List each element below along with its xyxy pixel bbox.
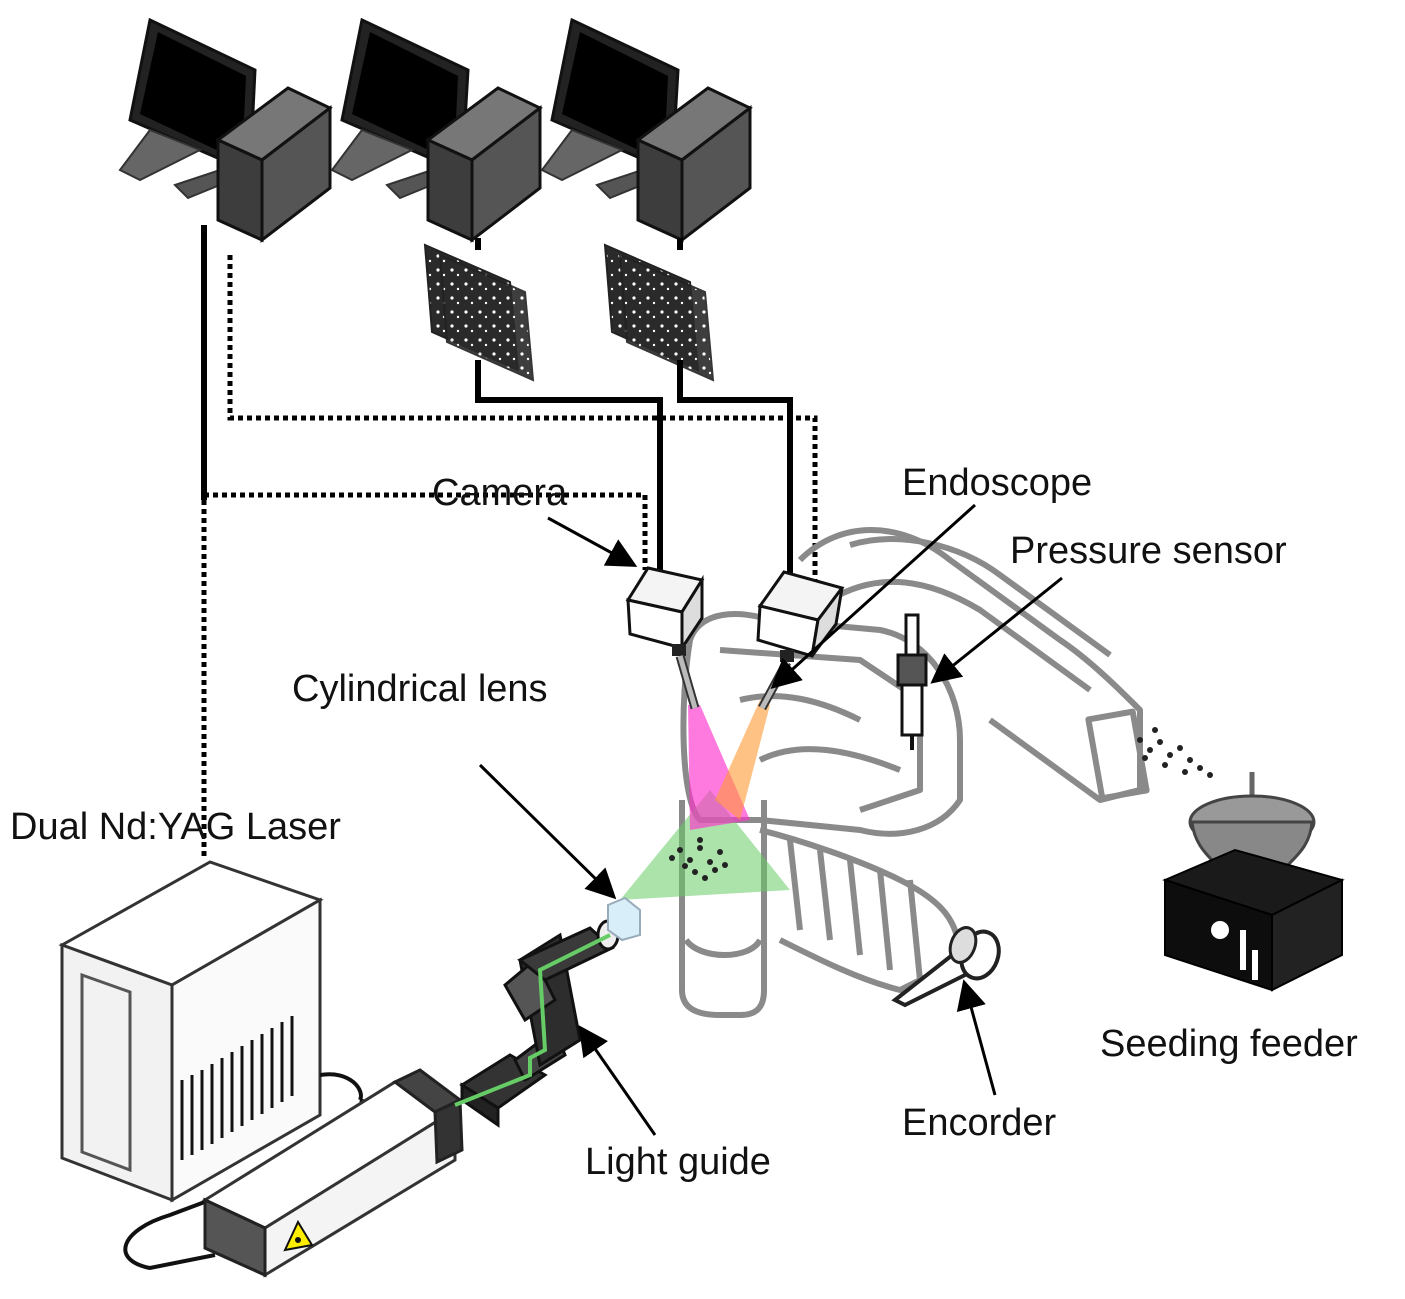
label-seeding-feeder: Seeding feeder bbox=[1100, 1023, 1358, 1065]
label-endoscope: Endoscope bbox=[902, 462, 1093, 504]
piv-image-icon bbox=[603, 243, 715, 382]
computer-icon bbox=[425, 86, 543, 244]
label-light-guide: Light guide bbox=[585, 1141, 771, 1183]
computer-1 bbox=[118, 17, 333, 244]
computer-icon bbox=[635, 86, 753, 244]
encoder-icon bbox=[891, 926, 1001, 1008]
seeding-particles bbox=[669, 837, 728, 881]
warning-icon bbox=[283, 1219, 314, 1252]
camera-icon bbox=[756, 570, 845, 711]
label-camera: Camera bbox=[432, 472, 568, 514]
label-encoder: Encorder bbox=[902, 1102, 1057, 1144]
piv-image-icon bbox=[423, 243, 535, 382]
computer-icon bbox=[215, 86, 333, 244]
seeding-particles-intake bbox=[1137, 727, 1213, 778]
label-pressure-sensor: Pressure sensor bbox=[1010, 530, 1287, 572]
camera-view-2 bbox=[715, 700, 770, 820]
computer-2 bbox=[330, 17, 543, 244]
light-guide-arm-icon bbox=[454, 919, 620, 1128]
seeding-feeder-icon bbox=[1162, 772, 1345, 992]
engine-icon bbox=[679, 527, 1150, 1018]
cables bbox=[201, 225, 818, 860]
camera-icon bbox=[625, 566, 705, 710]
computer-3 bbox=[540, 17, 753, 244]
arrows bbox=[478, 503, 1063, 1136]
label-cylindrical-lens: Cylindrical lens bbox=[292, 668, 548, 710]
laser-power-supply-icon bbox=[58, 860, 363, 1203]
laser-head-icon bbox=[201, 1068, 464, 1278]
cylindrical-lens-icon bbox=[607, 896, 641, 942]
spark-plug-icon bbox=[896, 613, 928, 750]
label-laser: Dual Nd:YAG Laser bbox=[10, 806, 341, 848]
laser-sheet bbox=[620, 790, 790, 900]
